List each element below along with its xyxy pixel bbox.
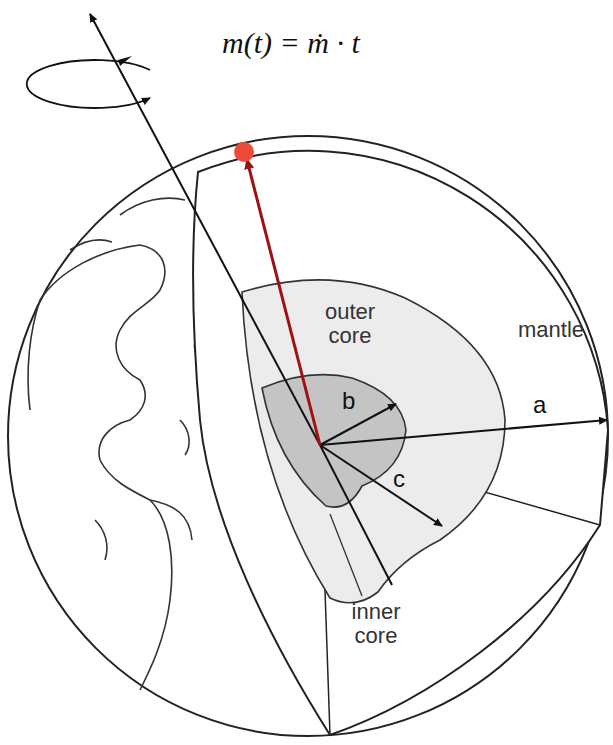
radius-label: b <box>342 388 355 414</box>
layer-label: outer core <box>304 300 396 348</box>
rotation-axis <box>90 14 320 445</box>
mantle-section <box>193 151 608 735</box>
layer-label: inner core <box>330 600 422 648</box>
mass-point <box>234 142 254 162</box>
formula-label: m(t) = ṁ · t <box>222 26 360 59</box>
layer-label: mantle <box>518 318 584 342</box>
position-vector <box>247 160 320 445</box>
rotation-arrow <box>27 60 150 108</box>
radius-label: a <box>533 392 546 418</box>
continent-outlines <box>28 198 205 690</box>
leader-line <box>330 514 362 596</box>
radius-label: c <box>393 466 405 492</box>
globe-outline <box>8 136 608 736</box>
radius-c-arrow <box>320 445 442 526</box>
radius-a-arrow <box>320 420 607 445</box>
